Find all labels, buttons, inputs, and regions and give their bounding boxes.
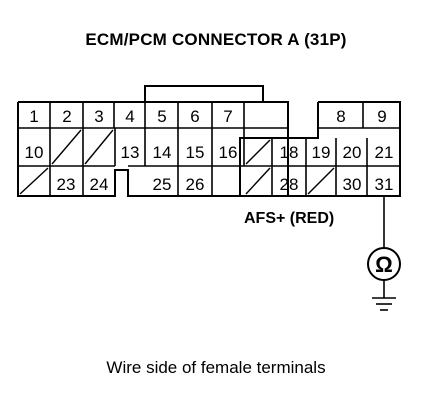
- terminal-14: 14: [153, 143, 172, 162]
- wire-label: AFS+ (RED): [244, 210, 335, 227]
- terminal-8: 8: [336, 107, 345, 126]
- terminal-row-1: 1 2 3 4 5 6 7 8 9: [29, 107, 386, 126]
- terminal-4: 4: [125, 107, 134, 126]
- terminal-20: 20: [343, 143, 362, 162]
- terminal-21: 21: [375, 143, 394, 162]
- terminal-23: 23: [57, 175, 76, 194]
- terminal-2: 2: [62, 107, 71, 126]
- terminal-18: 18: [280, 143, 299, 162]
- terminal-row-3: 23 24 25 26 28 30 31: [57, 175, 394, 194]
- terminal-19: 19: [312, 143, 331, 162]
- terminal-3: 3: [94, 107, 103, 126]
- unused-cavity-marks: [19, 129, 335, 195]
- terminal-31: 31: [375, 175, 394, 194]
- terminal-7: 7: [223, 107, 232, 126]
- terminal-28: 28: [280, 175, 299, 194]
- terminal-6: 6: [190, 107, 199, 126]
- terminal-25: 25: [153, 175, 172, 194]
- diagram-title: ECM/PCM CONNECTOR A (31P): [85, 30, 347, 49]
- terminal-5: 5: [157, 107, 166, 126]
- terminal-1: 1: [29, 107, 38, 126]
- ground-icon: [372, 297, 396, 311]
- ohmmeter-icon: Ω: [367, 247, 401, 281]
- terminal-26: 26: [186, 175, 205, 194]
- terminal-10: 10: [25, 143, 44, 162]
- terminal-grid: [18, 102, 400, 196]
- diagram-caption: Wire side of female terminals: [106, 358, 326, 377]
- terminal-30: 30: [343, 175, 362, 194]
- terminal-24: 24: [90, 175, 109, 194]
- terminal-15: 15: [186, 143, 205, 162]
- ohm-symbol: Ω: [375, 252, 393, 277]
- terminal-16: 16: [219, 143, 238, 162]
- terminal-9: 9: [377, 107, 386, 126]
- terminal-13: 13: [121, 143, 140, 162]
- terminal-row-2: 10 13 14 15 16 18 19 20 21: [25, 143, 394, 162]
